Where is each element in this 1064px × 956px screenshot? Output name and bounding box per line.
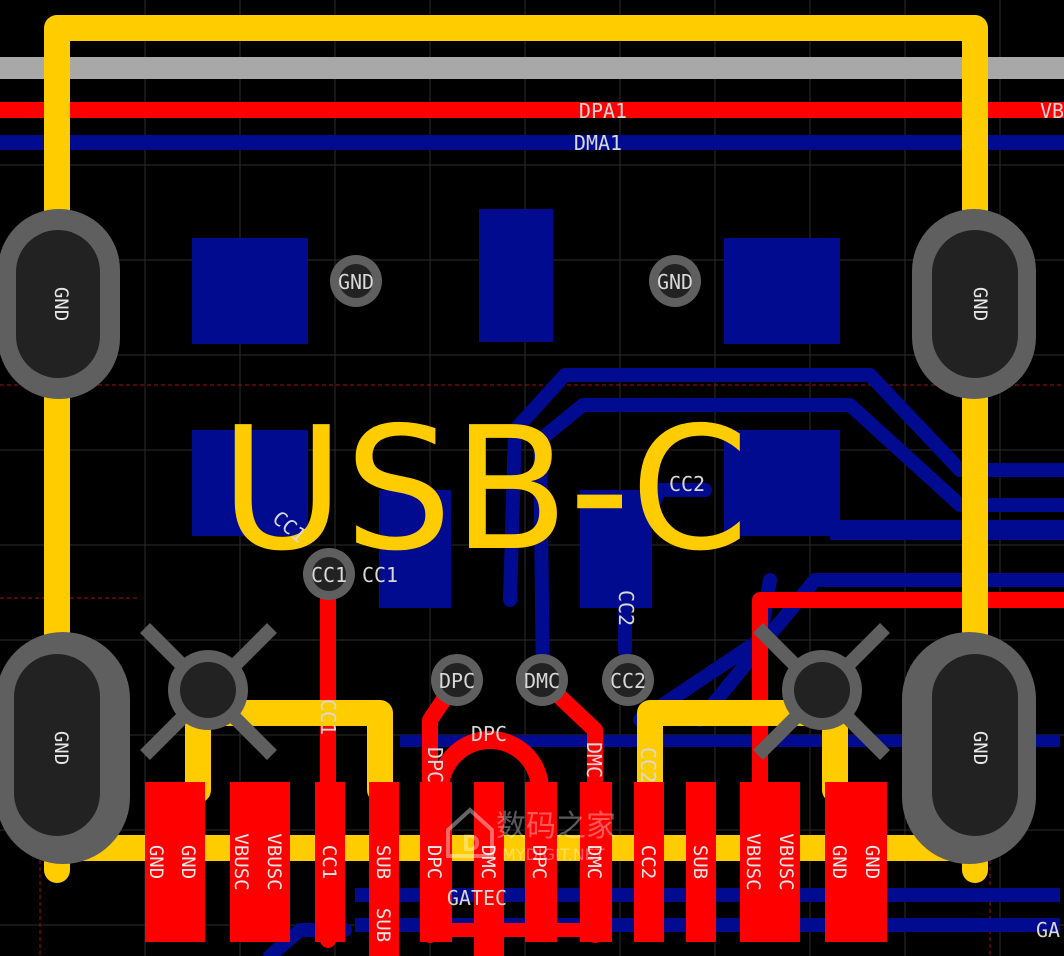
net-label-dpc-vertical: DPC <box>423 747 447 783</box>
pin-label: GND <box>177 845 199 879</box>
net-label-dmc-vertical: DMC <box>582 742 606 778</box>
pin-label: DMC <box>477 845 499 879</box>
via-gnd-right[interactable]: GND <box>649 255 701 307</box>
via-gnd-left[interactable]: GND <box>330 255 382 307</box>
silkscreen-outline <box>44 15 988 883</box>
net-label-ga: GA <box>1036 918 1060 942</box>
pin-label: DMC <box>583 845 605 879</box>
gray-wire <box>0 57 1064 79</box>
via-label: GND <box>338 270 374 294</box>
pin-label: GND <box>145 845 167 879</box>
net-label-cc2-vertical: CC2 <box>614 590 638 626</box>
pin-label: DPC <box>423 845 445 879</box>
pin-label: SUB <box>689 845 711 879</box>
net-label-cc2-vertical2: CC2 <box>636 747 660 783</box>
mechanical-hole-left <box>140 623 277 760</box>
via-label: CC2 <box>610 669 646 693</box>
pin-label: CC1 <box>318 845 340 879</box>
pin-label: GND <box>861 845 883 879</box>
mount-pad-top-right[interactable]: GND <box>912 209 1036 399</box>
mount-pad-label: GND <box>969 731 991 765</box>
net-label-gatec: GATEC <box>447 886 507 910</box>
mount-pad-top-left[interactable]: GND <box>0 209 120 399</box>
pin-label: VBUSC <box>742 833 764 890</box>
pin-label: VBUSC <box>775 833 797 890</box>
pin-label: VBUSC <box>230 833 252 890</box>
via-label: DMC <box>524 669 560 693</box>
via-dmc[interactable]: DMC <box>516 654 568 706</box>
net-label-dpa1: DPA1 <box>579 99 627 123</box>
pin-label: CC2 <box>637 845 659 879</box>
pin-label: VBUSC <box>263 833 285 890</box>
net-label-dma1: DMA1 <box>574 131 622 155</box>
net-label-cc2: CC2 <box>669 472 705 496</box>
pin-labels: GND GND VBUSC VBUSC CC1 SUB SUB DPC DMC … <box>145 833 883 942</box>
via-label: DPC <box>439 669 475 693</box>
mount-pad-label: GND <box>50 287 72 321</box>
net-label-vb: VB <box>1040 99 1064 123</box>
mechanical-hole-right <box>753 623 890 760</box>
mount-pad-bottom-right[interactable]: GND <box>902 632 1036 864</box>
pin-label: SUB <box>372 908 394 942</box>
net-label-dpc-arc: DPC <box>471 722 507 746</box>
mount-pad-bottom-left[interactable]: GND <box>0 632 130 864</box>
via-cc2[interactable]: CC2 <box>602 654 654 706</box>
via-cc1[interactable]: CC1 <box>303 548 355 600</box>
watermark-logo: D <box>462 832 480 857</box>
watermark: D 数码之家 MYDIGIT.NET <box>446 807 616 864</box>
net-label-cc1-vertical: CC1 <box>316 699 340 735</box>
net-label-cc1-side: CC1 <box>362 563 398 587</box>
mount-pad-label: GND <box>50 731 72 765</box>
pin-label: DPC <box>528 845 550 879</box>
board-title: USB-C <box>220 391 749 589</box>
pin-label: SUB <box>372 845 394 879</box>
via-dpc[interactable]: DPC <box>431 654 483 706</box>
via-label: GND <box>657 270 693 294</box>
via-label: CC1 <box>311 563 347 587</box>
trace-dma1[interactable] <box>0 135 1064 150</box>
watermark-en: MYDIGIT.NET <box>502 845 605 864</box>
pin-label: GND <box>828 845 850 879</box>
mount-pad-label: GND <box>969 287 991 321</box>
trace-dpa1[interactable] <box>0 102 1064 118</box>
watermark-cn: 数码之家 <box>496 809 616 844</box>
pin-pads <box>145 782 887 956</box>
